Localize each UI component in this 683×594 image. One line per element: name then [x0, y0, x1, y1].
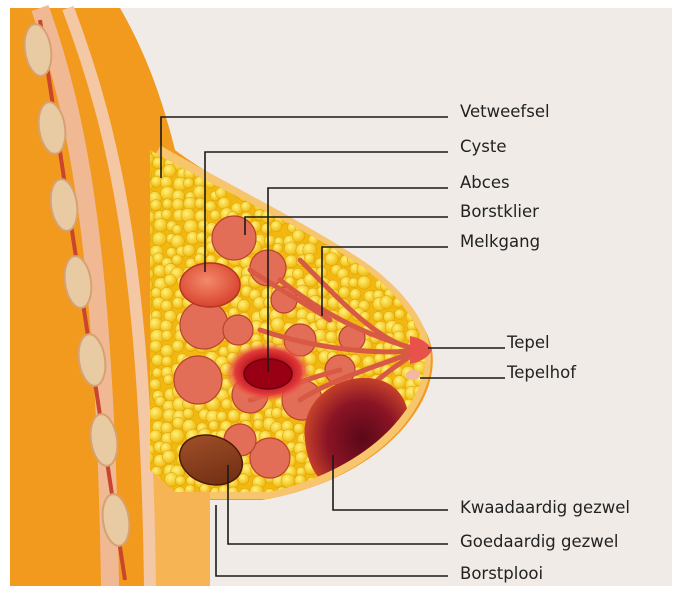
fat-globule: [183, 244, 195, 256]
fat-globule: [183, 178, 193, 188]
fat-globule: [373, 312, 383, 322]
fat-globule: [162, 199, 173, 210]
fat-globule: [194, 254, 205, 265]
fat-globule: [271, 408, 282, 419]
fat-globule: [237, 300, 250, 313]
fat-globule: [271, 318, 285, 332]
cyst: [180, 263, 240, 307]
fat-globule: [210, 210, 221, 221]
fat-globule: [150, 200, 161, 211]
fat-globule: [154, 218, 168, 232]
fat-globule: [162, 330, 173, 341]
fat-globule: [325, 253, 338, 266]
label-melkgang: Melkgang: [460, 232, 540, 251]
fat-globule: [163, 375, 173, 385]
fat-globule: [238, 474, 249, 485]
label-tepelhof: Tepelhof: [506, 363, 577, 382]
fat-globule: [172, 255, 183, 266]
fat-globule: [350, 289, 361, 300]
fat-globule: [285, 255, 298, 268]
label-borstklier: Borstklier: [460, 202, 539, 221]
fat-globule: [172, 225, 182, 235]
fat-globule: [395, 309, 405, 319]
fat-globule: [292, 230, 305, 243]
fat-globule: [152, 157, 164, 169]
fat-globule: [209, 421, 219, 431]
label-kwaadaardig-gezwel: Kwaadaardig gezwel: [460, 498, 630, 517]
fat-globule: [172, 340, 184, 352]
label-vetweefsel: Vetweefsel: [460, 102, 550, 121]
fat-globule: [164, 274, 176, 286]
label-tepel: Tepel: [506, 333, 550, 352]
label-abces: Abces: [460, 173, 510, 192]
fat-globule: [339, 287, 351, 299]
fat-globule: [292, 268, 303, 279]
fat-globule: [393, 376, 406, 389]
fat-globule: [161, 345, 174, 358]
fat-globule: [172, 297, 183, 308]
fat-globule: [358, 276, 371, 289]
fat-globule: [172, 199, 184, 211]
fat-globule: [152, 232, 166, 246]
fat-globule: [150, 340, 162, 352]
fat-globule: [241, 202, 252, 213]
fat-globule: [162, 450, 175, 463]
fat-globule: [316, 319, 328, 331]
fat-globule: [264, 235, 275, 246]
fat-globule: [149, 407, 163, 421]
fat-globule: [195, 198, 206, 209]
fat-globule: [183, 408, 194, 419]
areola-shape: [406, 370, 420, 380]
fat-globule: [380, 296, 393, 309]
fat-globule: [161, 209, 172, 220]
fat-globule: [175, 476, 185, 486]
fat-globule: [282, 429, 295, 442]
fat-globule: [253, 419, 263, 429]
fat-globule: [228, 410, 240, 422]
fat-globule: [150, 379, 161, 390]
label-borstplooi: Borstplooi: [460, 564, 543, 583]
fat-globule: [349, 278, 359, 288]
fat-globule: [271, 221, 282, 232]
fat-globule: [261, 223, 272, 234]
label-goedaardig-gezwel: Goedaardig gezwel: [460, 532, 619, 551]
fat-globule: [170, 429, 184, 443]
fat-globule: [294, 423, 305, 434]
fat-globule: [162, 356, 173, 367]
fat-globule: [149, 430, 161, 442]
fat-globule: [163, 164, 176, 177]
label-cyste: Cyste: [460, 137, 507, 156]
